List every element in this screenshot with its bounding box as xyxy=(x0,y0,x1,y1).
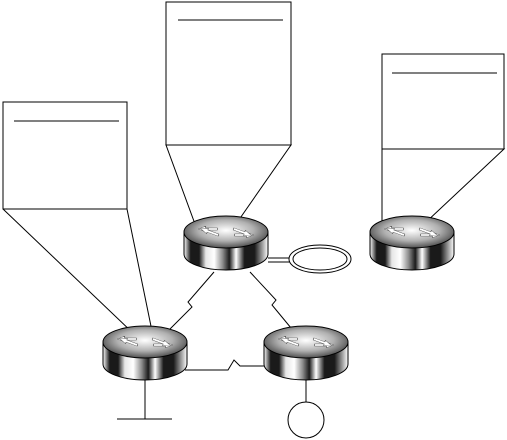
router-top-top xyxy=(183,215,269,249)
callout-top-pointer xyxy=(165,144,292,225)
callout-left-leader-inner xyxy=(126,208,154,337)
callout-top-box xyxy=(165,1,292,146)
fddi-host xyxy=(287,380,325,439)
token-ring-inner xyxy=(292,247,348,271)
router-bottom-right-arrow-3 xyxy=(280,338,300,347)
callout-left-box xyxy=(2,101,128,210)
router-right-arrow-2 xyxy=(418,227,438,236)
callout-left-leader-outer xyxy=(2,208,137,337)
callout-right-box xyxy=(381,53,505,150)
router-bottom-left-top xyxy=(102,325,188,359)
serial-link-top-to-bottom-right xyxy=(249,271,297,335)
token-ring-network xyxy=(268,244,352,274)
ethernet-segment xyxy=(117,380,172,420)
router-top-arrow-2 xyxy=(232,227,252,236)
router-bottom-right-icon xyxy=(263,325,349,381)
callout-right-pointer xyxy=(381,148,506,225)
serial-link-bottom-left-to-bottom-right xyxy=(185,359,266,371)
callout-top xyxy=(165,1,292,225)
router-top-arrow-3 xyxy=(200,228,220,237)
router-right-icon xyxy=(369,215,455,271)
serial-link-top-to-bottom-left xyxy=(161,271,215,338)
router-top-icon xyxy=(183,215,269,271)
router-bottom-right-arrow-2 xyxy=(312,337,332,346)
router-bottom-left-icon xyxy=(102,325,188,381)
router-right-arrow-3 xyxy=(386,228,406,237)
callout-left xyxy=(2,101,154,337)
routers-layer xyxy=(102,215,455,381)
token-ring-outer xyxy=(288,244,352,274)
callout-right xyxy=(381,53,506,225)
host-circle xyxy=(287,401,325,439)
router-bottom-left-arrow-2 xyxy=(151,337,171,346)
router-bottom-right-top xyxy=(263,325,349,359)
router-bottom-left-arrow-3 xyxy=(119,338,139,347)
router-right-top xyxy=(369,215,455,249)
